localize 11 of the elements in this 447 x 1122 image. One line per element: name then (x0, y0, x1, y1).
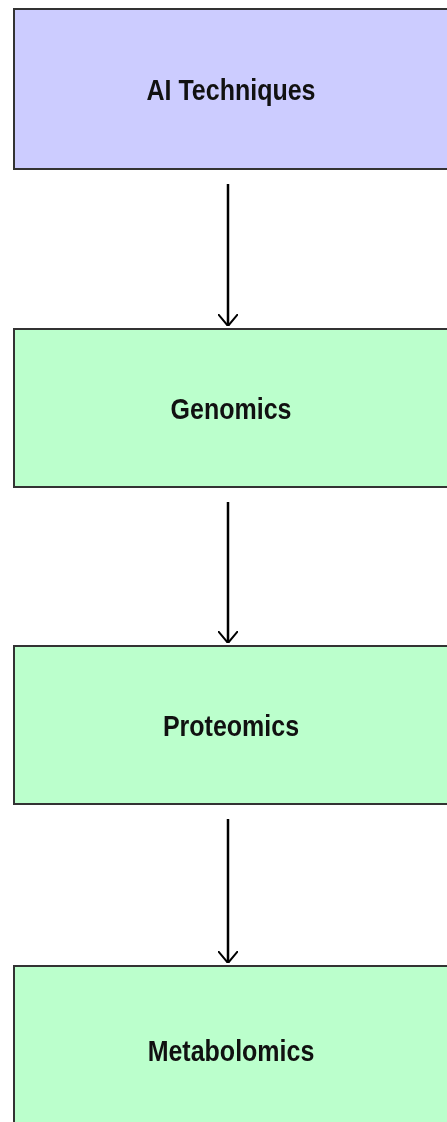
process-box (13, 965, 447, 1122)
box-label: Metabolomics (147, 1032, 315, 1068)
arrow (217, 184, 239, 327)
box-label: Genomics (170, 390, 292, 426)
process-box (13, 645, 447, 805)
arrow (217, 819, 239, 964)
process-box (13, 8, 447, 170)
arrow (217, 502, 239, 644)
box-label: AI Techniques (146, 71, 316, 107)
box-label: Proteomics (162, 707, 300, 743)
process-box (13, 328, 447, 488)
